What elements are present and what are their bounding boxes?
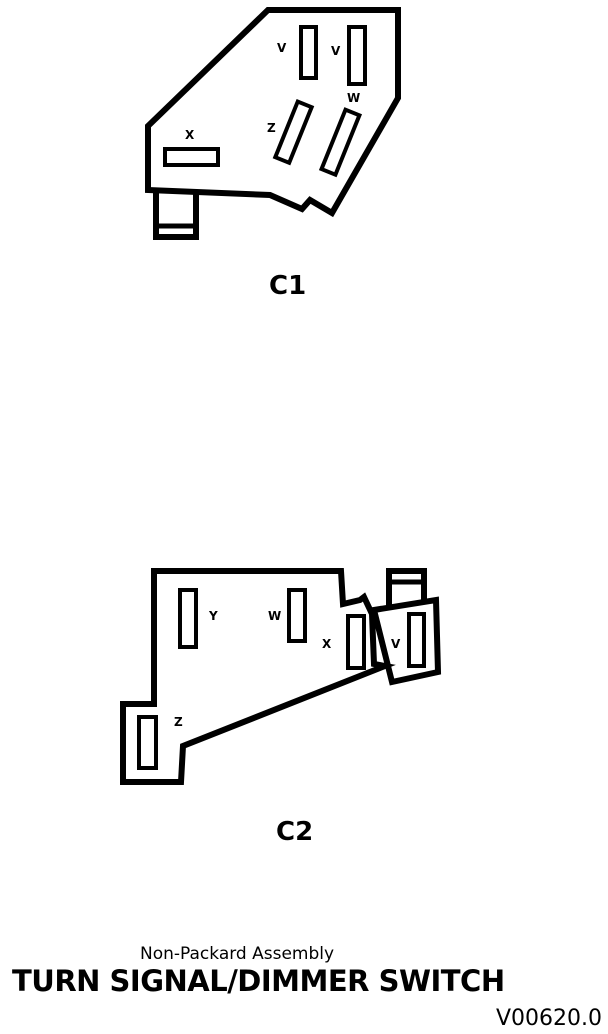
c2-pin-label: Y xyxy=(208,609,218,623)
c1-pin-label: V xyxy=(331,44,341,58)
c1-slot-w xyxy=(318,107,363,178)
assembly-subtitle: Non-Packard Assembly xyxy=(140,944,335,964)
c2-pin-label: W xyxy=(268,609,281,623)
c1-tab xyxy=(153,187,199,240)
c1-pin-label: X xyxy=(185,128,195,142)
c2-slot-z xyxy=(137,715,158,770)
c2-pin-label: V xyxy=(391,637,401,651)
c1-slot-z xyxy=(272,98,315,166)
c2-slot-v xyxy=(407,612,426,668)
c2-body xyxy=(120,568,396,785)
c2-pin-label: X xyxy=(322,637,332,651)
connector-c1: V V W Z X C1 xyxy=(145,7,401,301)
c1-slot-v1 xyxy=(299,25,318,80)
c1-pin-label: W xyxy=(347,91,360,105)
c2-slot-w xyxy=(287,588,307,643)
c1-slot-x xyxy=(163,147,220,167)
c1-pin-label: Z xyxy=(267,121,276,135)
c2-pin-label: Z xyxy=(174,715,183,729)
c1-pin-label: V xyxy=(277,41,287,55)
c2-slot-x xyxy=(346,614,366,670)
diagram-title: TURN SIGNAL/DIMMER SWITCH xyxy=(12,964,505,998)
c1-slot-v2 xyxy=(347,25,367,86)
connector-c2: Y W X V Z C2 xyxy=(120,568,442,847)
c2-label: C2 xyxy=(276,817,313,847)
c1-label: C1 xyxy=(269,271,306,301)
figure-code: V00620.0 xyxy=(495,1006,602,1031)
c2-slot-y xyxy=(178,588,198,649)
